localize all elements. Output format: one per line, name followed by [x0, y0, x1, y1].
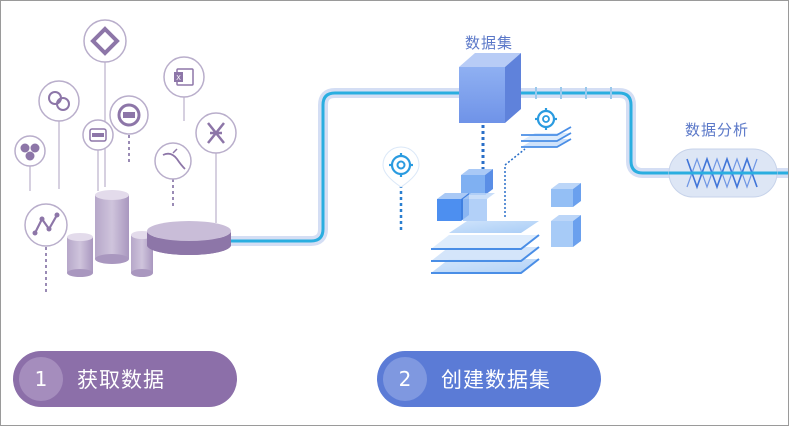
- svg-text:X: X: [176, 74, 181, 82]
- hadoop-icon: [195, 112, 237, 154]
- network-icon: [24, 203, 68, 247]
- analysis-capsule: [668, 148, 778, 198]
- step-number-badge: 1: [19, 357, 63, 401]
- analysis-label: 数据分析: [685, 121, 750, 139]
- dataset-layers: [431, 148, 581, 274]
- csv-icon: [82, 119, 114, 151]
- refresh-icon: [109, 95, 149, 135]
- excel-icon: X: [163, 56, 205, 98]
- dataset-label: 数据集: [465, 34, 514, 52]
- molecule-icon: [14, 135, 46, 167]
- icon-stems-dashed: [45, 135, 174, 293]
- step-get-data[interactable]: 1 获取数据: [13, 351, 237, 407]
- link-icon: [38, 80, 80, 122]
- step-label: 创建数据集: [441, 368, 551, 392]
- step-create-dataset[interactable]: 2 创建数据集: [377, 351, 601, 407]
- settings-stack-icon: [521, 108, 572, 148]
- gear-icon: [382, 146, 420, 233]
- step-label: 获取数据: [77, 368, 165, 392]
- step-number-badge: 2: [383, 357, 427, 401]
- data-source-cylinders: [67, 190, 231, 277]
- rainbow-icon: [83, 19, 127, 63]
- mysql-icon: [154, 142, 192, 180]
- dataset-cube: [459, 53, 521, 171]
